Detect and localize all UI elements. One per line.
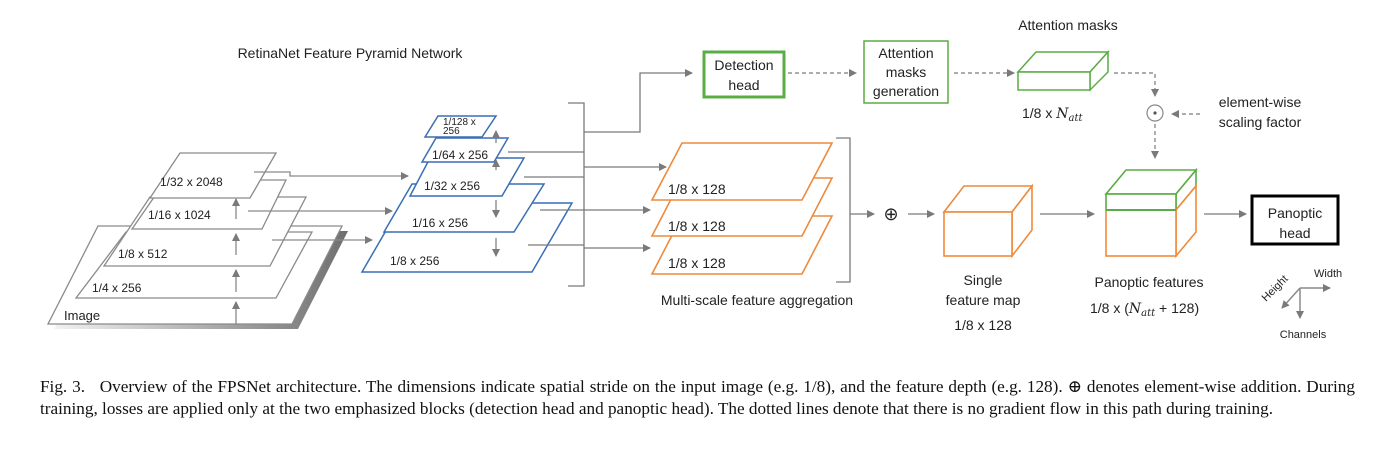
axis-channels-label: Channels (1280, 329, 1327, 341)
fpn-layer-1-128 (423, 115, 498, 138)
attention-generation-box (863, 40, 949, 104)
fpn-label-1-8: 1/8 x 256 (390, 254, 440, 268)
image-label: Image (64, 308, 100, 323)
multi-scale-title: Multi-scale feature aggregation (661, 292, 853, 308)
fpn-title: RetinaNet Feature Pyramid Network (238, 45, 464, 61)
agg-label-top: 1/8 x 128 (668, 181, 726, 197)
caption-text: Overview of the FPSNet architecture. The… (40, 377, 1355, 418)
fpn-label-1-64: 1/64 x 256 (432, 148, 488, 162)
aggregation-stack (650, 142, 834, 275)
aggregation-connectors (836, 137, 935, 283)
panoptic-head-label-2: head (1279, 225, 1310, 241)
figure-caption: Fig. 3. Overview of the FPSNet architect… (40, 376, 1355, 420)
architecture-diagram: RetinaNet Feature Pyramid Network Attent… (46, 17, 1342, 341)
agg-label-bottom: 1/8 x 128 (668, 255, 726, 271)
fpn-label-1-128-depth: 256 (443, 126, 460, 137)
add-symbol: ⊕ (883, 204, 898, 224)
dashed-connectors (788, 69, 1200, 159)
axis-legend (1281, 284, 1331, 319)
panoptic-features-cuboid (1104, 167, 1198, 259)
caption-label: Fig. 3. (40, 377, 86, 396)
elementwise-scaling-label-2: scaling factor (1219, 114, 1302, 130)
multiply-dot (1153, 111, 1157, 115)
axis-height-label: Height (1260, 273, 1291, 304)
attention-masks-cuboid (1016, 50, 1110, 92)
attention-masks-dim: 1/8 x Natt (1022, 105, 1083, 124)
lateral-connections (248, 171, 409, 244)
single-map-label-1: Single (964, 272, 1003, 288)
attention-generation-label-3: generation (873, 83, 939, 99)
fpn-label-1-128: 1/128 x (443, 117, 476, 128)
single-map-label-2: feature map (946, 292, 1021, 308)
elementwise-scaling-label-1: element-wise (1219, 94, 1302, 110)
backbone-stack (46, 152, 348, 329)
agg-layer-top (650, 142, 834, 201)
single-feature-map-cuboid (942, 183, 1034, 259)
fpn-label-1-16: 1/16 x 256 (412, 216, 468, 230)
attention-generation-label-1: Attention (878, 45, 933, 61)
axis-width-label: Width (1314, 268, 1342, 280)
detection-head-label-1: Detection (714, 57, 773, 73)
backbone-label-1-16: 1/16 x 1024 (148, 208, 211, 222)
detection-head-label-2: head (728, 77, 759, 93)
fpn-stack (360, 115, 574, 273)
agg-label-middle: 1/8 x 128 (668, 218, 726, 234)
panoptic-features-label: Panoptic features (1095, 274, 1204, 290)
backbone-layer-1-32 (148, 152, 278, 199)
detection-head-box (702, 50, 786, 99)
backbone-label-1-32: 1/32 x 2048 (160, 175, 223, 189)
fpn-output-connectors (508, 69, 693, 287)
panoptic-head-label-1: Panoptic (1268, 205, 1322, 221)
fpn-label-1-32: 1/32 x 256 (424, 179, 480, 193)
panoptic-features-dim: 1/8 x (Natt + 128) (1090, 300, 1199, 319)
single-map-label-3: 1/8 x 128 (954, 317, 1012, 333)
attention-generation-label-2: masks (886, 64, 926, 80)
backbone-label-1-8: 1/8 x 512 (118, 247, 168, 261)
backbone-label-1-4: 1/4 x 256 (92, 281, 142, 295)
attention-masks-title: Attention masks (1018, 17, 1118, 33)
panoptic-head-box (1250, 194, 1340, 246)
